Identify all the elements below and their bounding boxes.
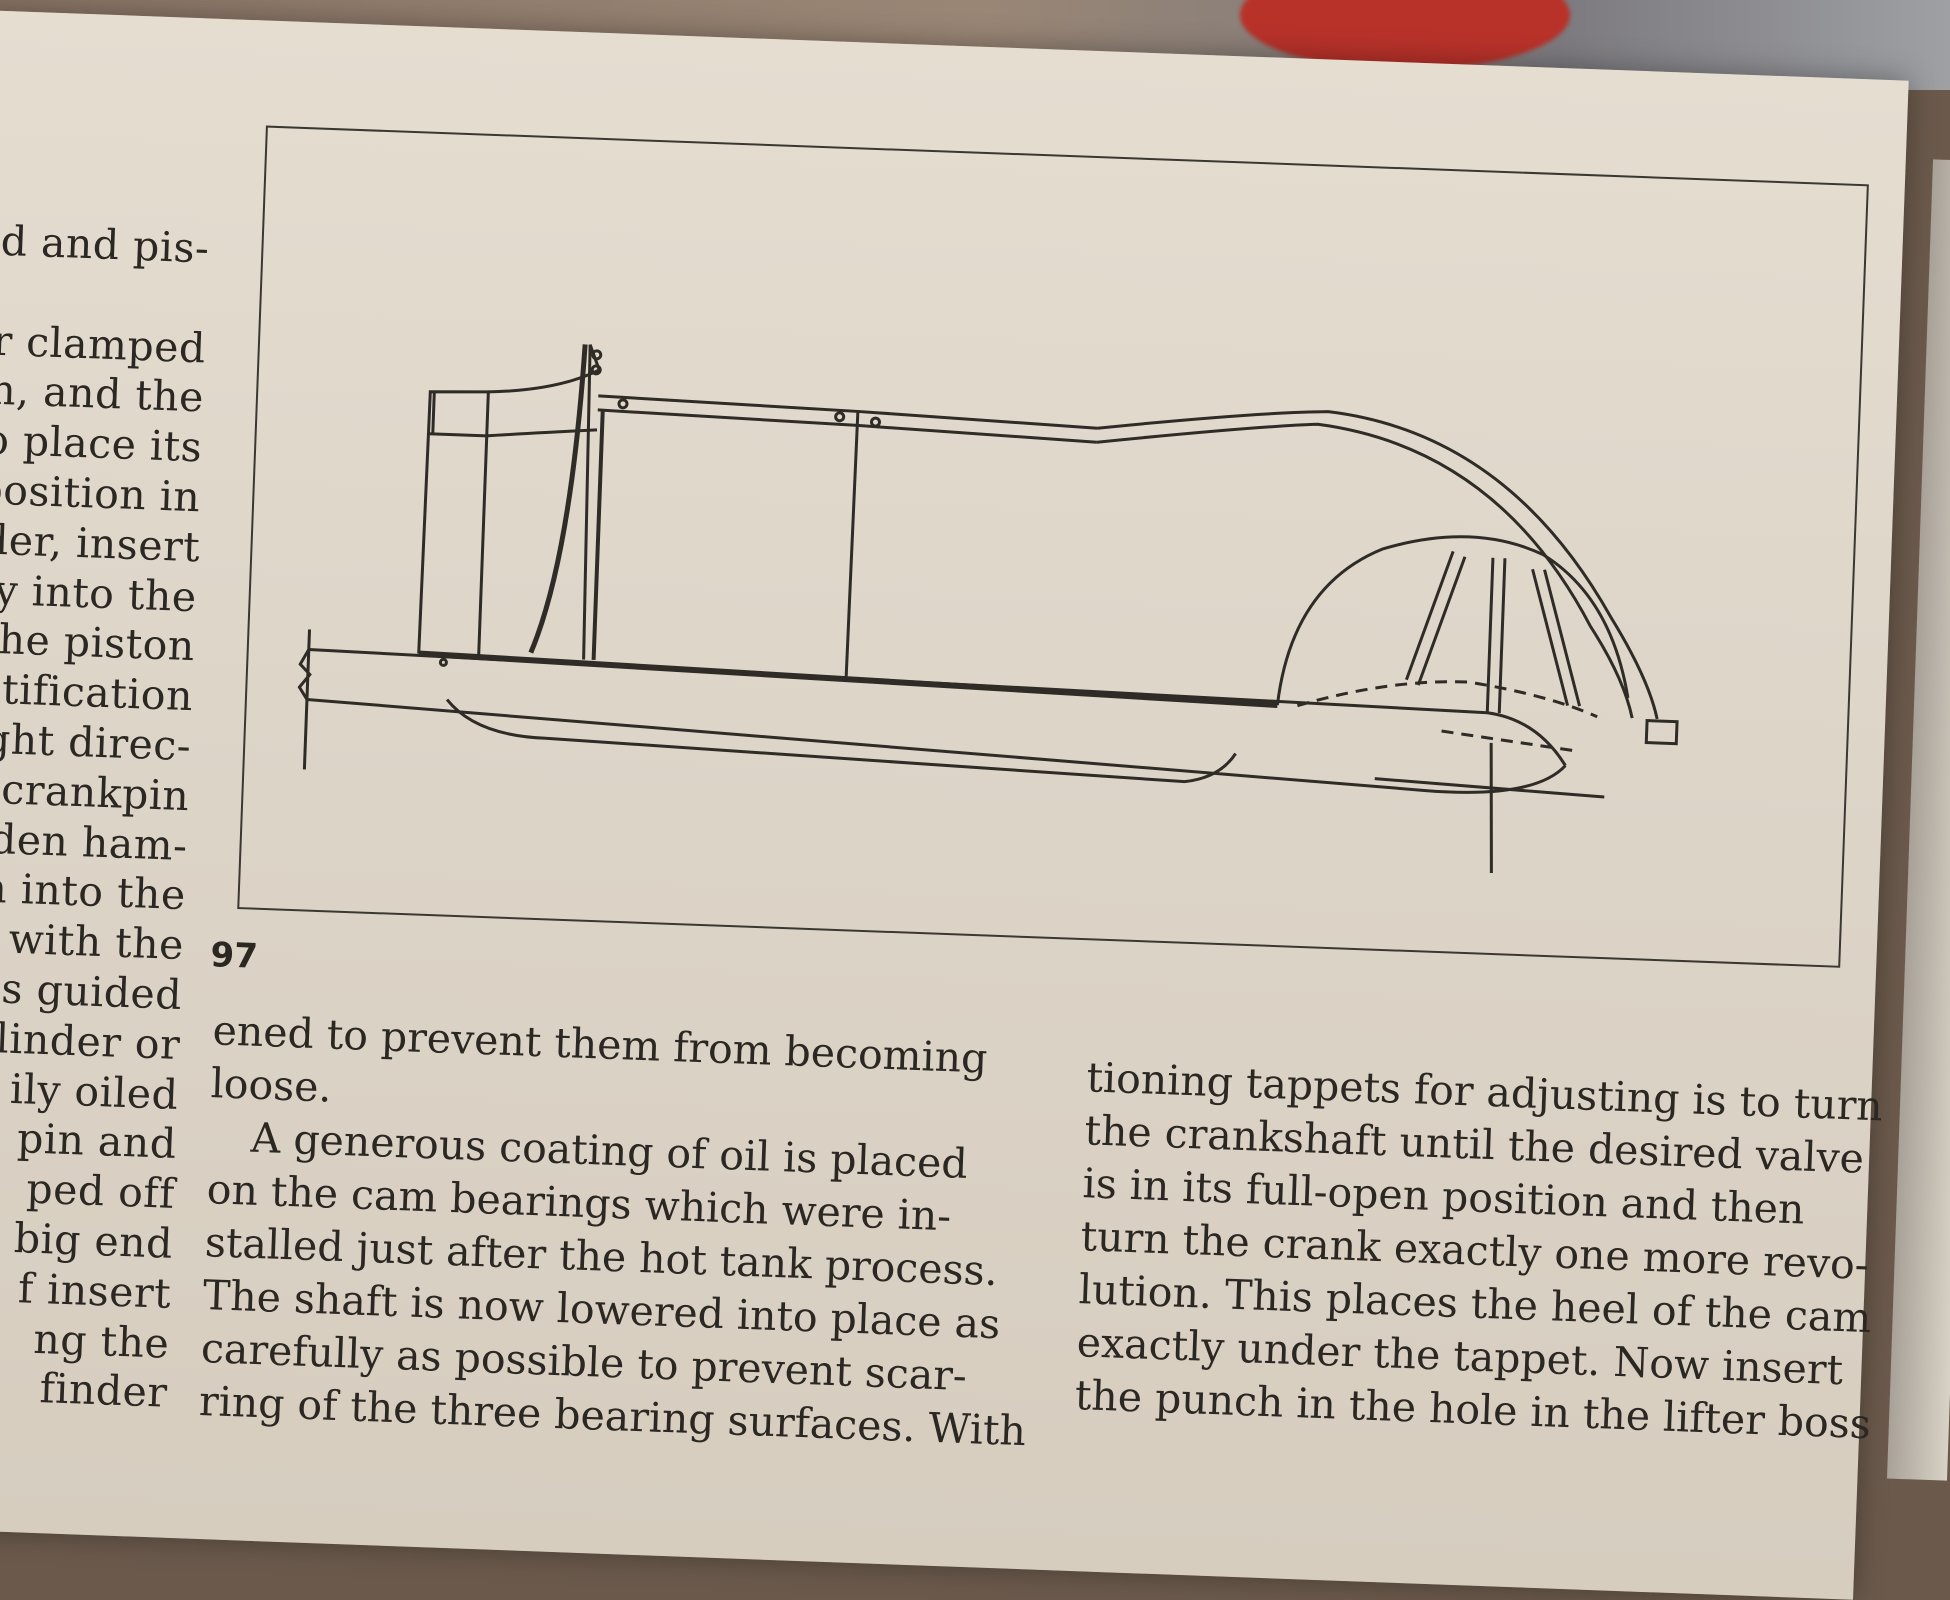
cowl-top-line (428, 428, 598, 438)
strut-center (1485, 557, 1507, 714)
text-line: n, and the (0, 366, 205, 422)
text-line: with the (7, 914, 185, 970)
text-line: s guided (0, 964, 183, 1020)
figure-number: 97 (209, 935, 259, 977)
book-page: 97 d and pis- r clamped n, and the o pla… (0, 10, 1909, 1600)
car-body-line-drawing (297, 344, 1679, 873)
door-post-front (582, 344, 592, 660)
text-line: n into the (0, 863, 187, 920)
text-line: r clamped (0, 316, 207, 373)
text-line: ped off (25, 1164, 176, 1219)
dashed-axle-line (1441, 729, 1577, 753)
figure-97-illustration (237, 125, 1869, 968)
text-line: ght direc- (0, 714, 193, 771)
text-line: crankpin (0, 765, 191, 820)
text-line: den ham- (0, 814, 189, 870)
text-line: ntification (0, 664, 194, 721)
windshield-post (528, 344, 588, 654)
right-text-column: tioning tappets for adjusting is to turn… (1074, 1051, 1883, 1450)
text-line: ider, insert (0, 514, 202, 572)
axle-centerline-horizontal (1374, 777, 1605, 799)
bolt-hole (438, 657, 448, 667)
rear-body-outer-curve (1097, 410, 1659, 720)
frame-rail-bottom (306, 697, 1567, 794)
bolt-hole (870, 416, 882, 428)
text-line: ng the (32, 1314, 171, 1368)
rear-bracket (1644, 719, 1679, 746)
strut-left (1405, 550, 1467, 686)
rear-body-inner-curve (1096, 422, 1634, 719)
text-line: position in (0, 465, 202, 522)
strut-right (1531, 568, 1582, 707)
door-post-inner (591, 410, 605, 660)
text-line: d and pis- (0, 216, 211, 273)
wheel-arch (1275, 535, 1630, 706)
text-line: the piston (0, 614, 196, 671)
frame-break-zigzag (297, 648, 312, 701)
top-rail-lower (597, 408, 1098, 444)
bolt-hole (591, 349, 603, 361)
left-text-column: d and pis- r clamped n, and the o place … (0, 216, 210, 1419)
bolt-hole (590, 364, 602, 376)
axle-centerline-vertical (1489, 742, 1493, 873)
cowl-curve (488, 344, 602, 394)
text-line: big end (13, 1214, 174, 1268)
text-line: pin and (16, 1114, 178, 1169)
text-line: linder or (0, 1014, 182, 1069)
body-sill (418, 650, 1278, 709)
text-line: finder (38, 1364, 169, 1418)
center-post (844, 411, 860, 680)
text-line: y into the (0, 565, 198, 621)
cowl-edge (431, 391, 436, 434)
text-line (0, 266, 208, 324)
frame-inner-curve (445, 698, 1237, 784)
bolt-hole (617, 398, 629, 410)
frame-rail-top (308, 647, 1567, 767)
text-line: ily oiled (9, 1064, 180, 1119)
dashed-spring-line (1296, 680, 1598, 719)
text-line: o place its (0, 415, 203, 472)
bolt-hole (834, 411, 846, 423)
text-line: f insert (17, 1264, 172, 1318)
cowl-section (417, 390, 490, 656)
middle-text-column: ened to prevent them from becoming loose… (198, 1004, 1026, 1457)
